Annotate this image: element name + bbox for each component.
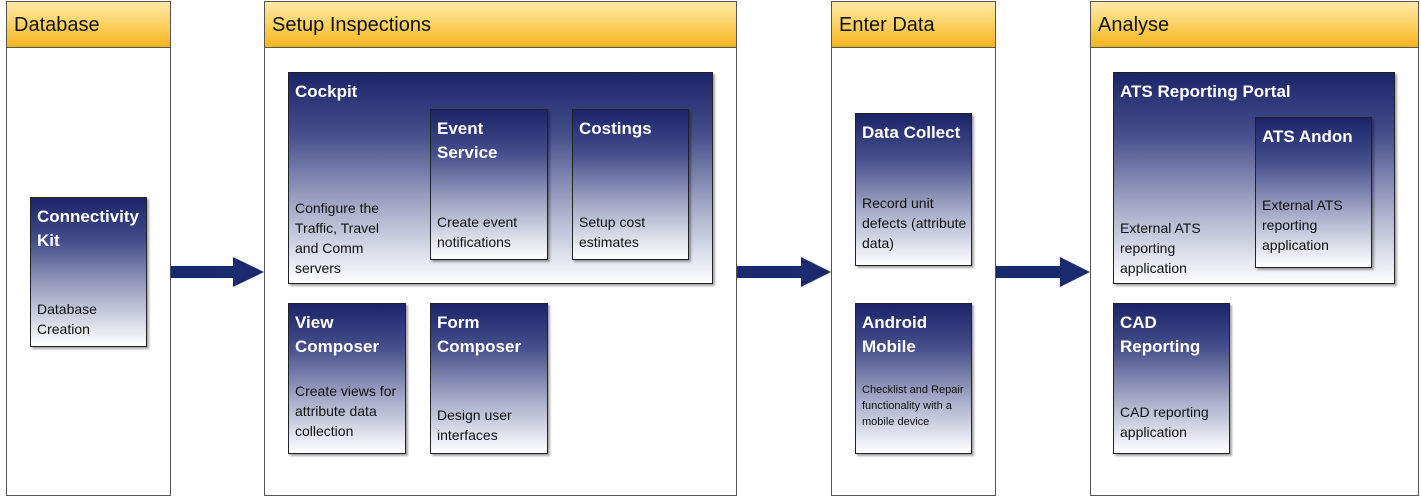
event-service-box[interactable]: Event Service Create event notifications	[430, 109, 548, 260]
android-mobile-desc: Checklist and Repair functionality with …	[862, 384, 964, 428]
android-mobile-title: Android Mobile	[862, 313, 928, 356]
cockpit-desc: Configure the Traffic, Travel and Comm s…	[295, 200, 380, 276]
view-composer-title: View Composer	[295, 313, 380, 356]
connectivity-kit-title: Connectivity Kit	[37, 207, 140, 250]
ats-reporting-portal-desc: External ATS reporting application	[1120, 220, 1201, 276]
lane-header-database: Database	[7, 2, 170, 48]
view-composer-desc: Create views for attribute data collecti…	[295, 383, 397, 439]
arrow-database-to-setup	[171, 257, 264, 287]
ats-andon-title: ATS Andon	[1262, 127, 1353, 146]
lane-header-setup-inspections: Setup Inspections	[265, 2, 736, 48]
lane-header-analyse: Analyse	[1091, 2, 1418, 48]
form-composer-title: Form Composer	[437, 313, 522, 356]
costings-box[interactable]: Costings Setup cost estimates	[572, 109, 689, 260]
android-mobile-box[interactable]: Android Mobile Checklist and Repair func…	[855, 303, 972, 454]
costings-desc: Setup cost estimates	[579, 214, 646, 250]
ats-reporting-portal-title: ATS Reporting Portal	[1120, 82, 1291, 101]
data-collect-title: Data Collect	[862, 123, 961, 142]
event-service-desc: Create event notifications	[437, 214, 518, 250]
event-service-title: Event Service	[437, 119, 498, 162]
form-composer-box[interactable]: Form Composer Design user interfaces	[430, 303, 548, 454]
costings-title: Costings	[579, 119, 652, 138]
cad-reporting-title: CAD Reporting	[1120, 313, 1201, 356]
cockpit-title: Cockpit	[295, 82, 358, 101]
cad-reporting-desc: CAD reporting application	[1120, 404, 1209, 440]
view-composer-box[interactable]: View Composer Create views for attribute…	[288, 303, 406, 454]
connectivity-kit-box[interactable]: Connectivity Kit Database Creation	[30, 197, 147, 347]
data-collect-desc: Record unit defects (attribute data)	[862, 195, 967, 251]
lane-header-enter-data: Enter Data	[832, 2, 995, 48]
connectivity-kit-desc: Database Creation	[37, 301, 97, 337]
ats-andon-box[interactable]: ATS Andon External ATS reporting applica…	[1255, 117, 1372, 268]
data-collect-box[interactable]: Data Collect Record unit defects (attrib…	[855, 113, 972, 266]
form-composer-desc: Design user interfaces	[437, 407, 512, 443]
cad-reporting-box[interactable]: CAD Reporting CAD reporting application	[1113, 303, 1230, 454]
ats-andon-desc: External ATS reporting application	[1262, 197, 1343, 253]
arrow-enter-data-to-analyse	[996, 257, 1090, 287]
arrow-setup-to-enter-data	[737, 257, 831, 287]
